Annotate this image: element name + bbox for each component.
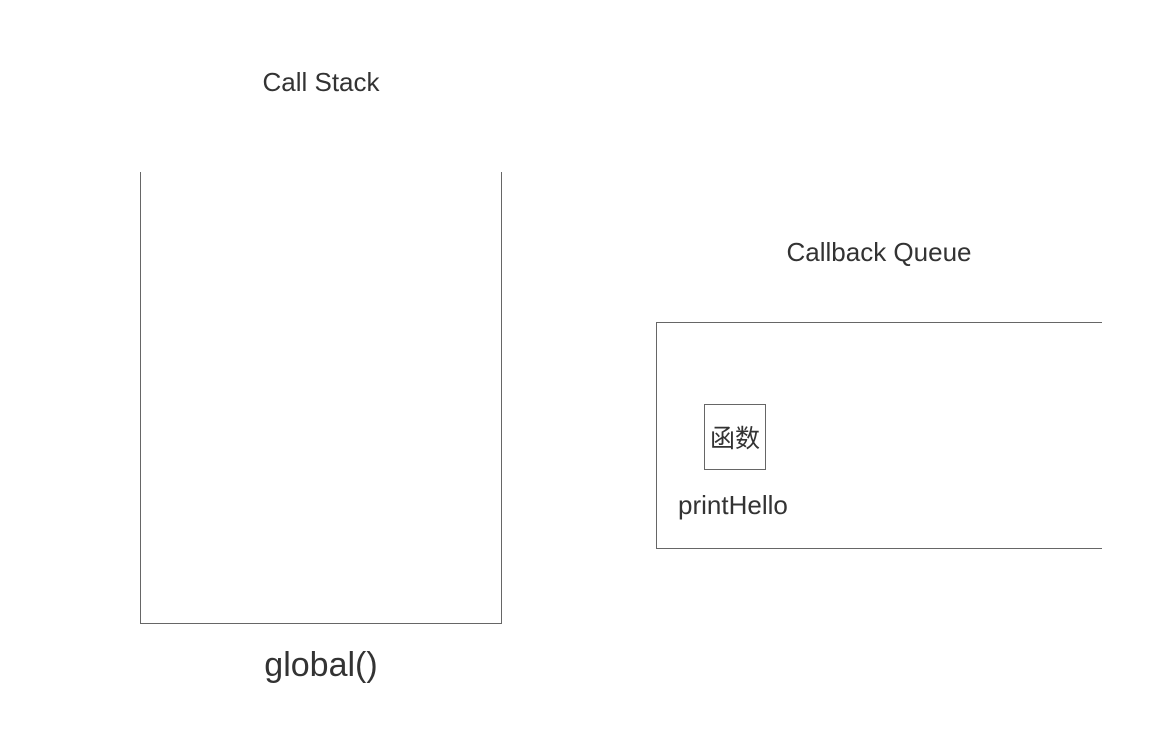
callback-queue-container	[656, 322, 1102, 549]
function-badge: 函数	[704, 404, 766, 470]
callback-queue-title: Callback Queue	[786, 237, 972, 267]
call-stack-container	[140, 172, 502, 624]
call-stack-frame-label: global()	[264, 646, 378, 684]
call-stack-title: Call Stack	[262, 67, 380, 97]
queued-function-name: printHello	[678, 490, 788, 520]
